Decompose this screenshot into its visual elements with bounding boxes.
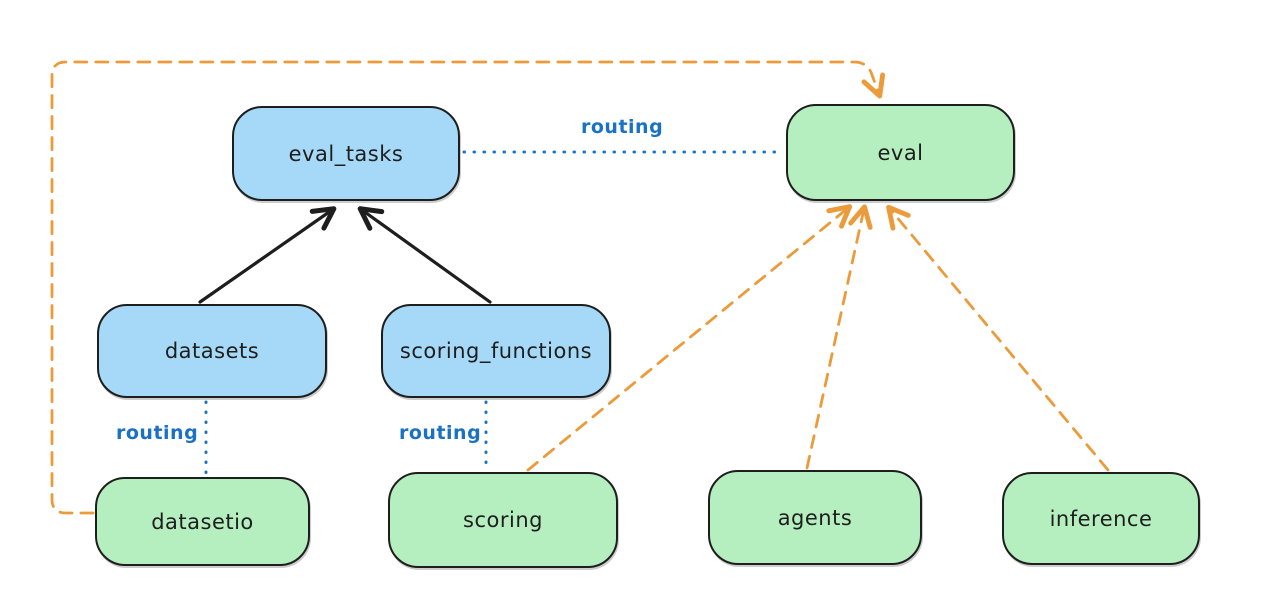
node-scoring-functions-label: scoring_functions bbox=[399, 339, 593, 363]
node-inference: inference bbox=[1002, 472, 1200, 565]
routing-label-scoring-functions-scoring: routing bbox=[399, 422, 482, 444]
node-scoring-functions: scoring_functions bbox=[381, 304, 611, 398]
node-datasetio-label: datasetio bbox=[151, 509, 254, 534]
node-scoring: scoring bbox=[388, 472, 618, 568]
node-inference-label: inference bbox=[1049, 506, 1153, 531]
node-agents-label: agents bbox=[777, 505, 853, 530]
routing-label-eval-tasks-eval: routing bbox=[581, 116, 664, 138]
node-eval-tasks-label: eval_tasks bbox=[288, 141, 404, 166]
node-eval-tasks: eval_tasks bbox=[232, 106, 460, 201]
edge-datasetio-to-eval bbox=[50, 60, 886, 515]
node-datasets-label: datasets bbox=[164, 339, 260, 363]
node-datasets: datasets bbox=[97, 304, 327, 398]
node-scoring-label: scoring bbox=[463, 508, 543, 532]
node-agents: agents bbox=[708, 470, 922, 565]
edge-agents-to-eval bbox=[805, 204, 873, 470]
routing-label-datasets-datasetio: routing bbox=[116, 422, 199, 444]
edge-inference-to-eval bbox=[886, 204, 1110, 472]
node-eval: eval bbox=[786, 104, 1015, 201]
node-eval-label: eval bbox=[877, 140, 924, 165]
edge-scoring-functions-to-eval-tasks bbox=[357, 206, 492, 304]
edge-datasets-to-eval-tasks bbox=[198, 206, 337, 304]
node-datasetio: datasetio bbox=[95, 477, 310, 566]
edge-scoring-to-eval bbox=[526, 204, 853, 472]
